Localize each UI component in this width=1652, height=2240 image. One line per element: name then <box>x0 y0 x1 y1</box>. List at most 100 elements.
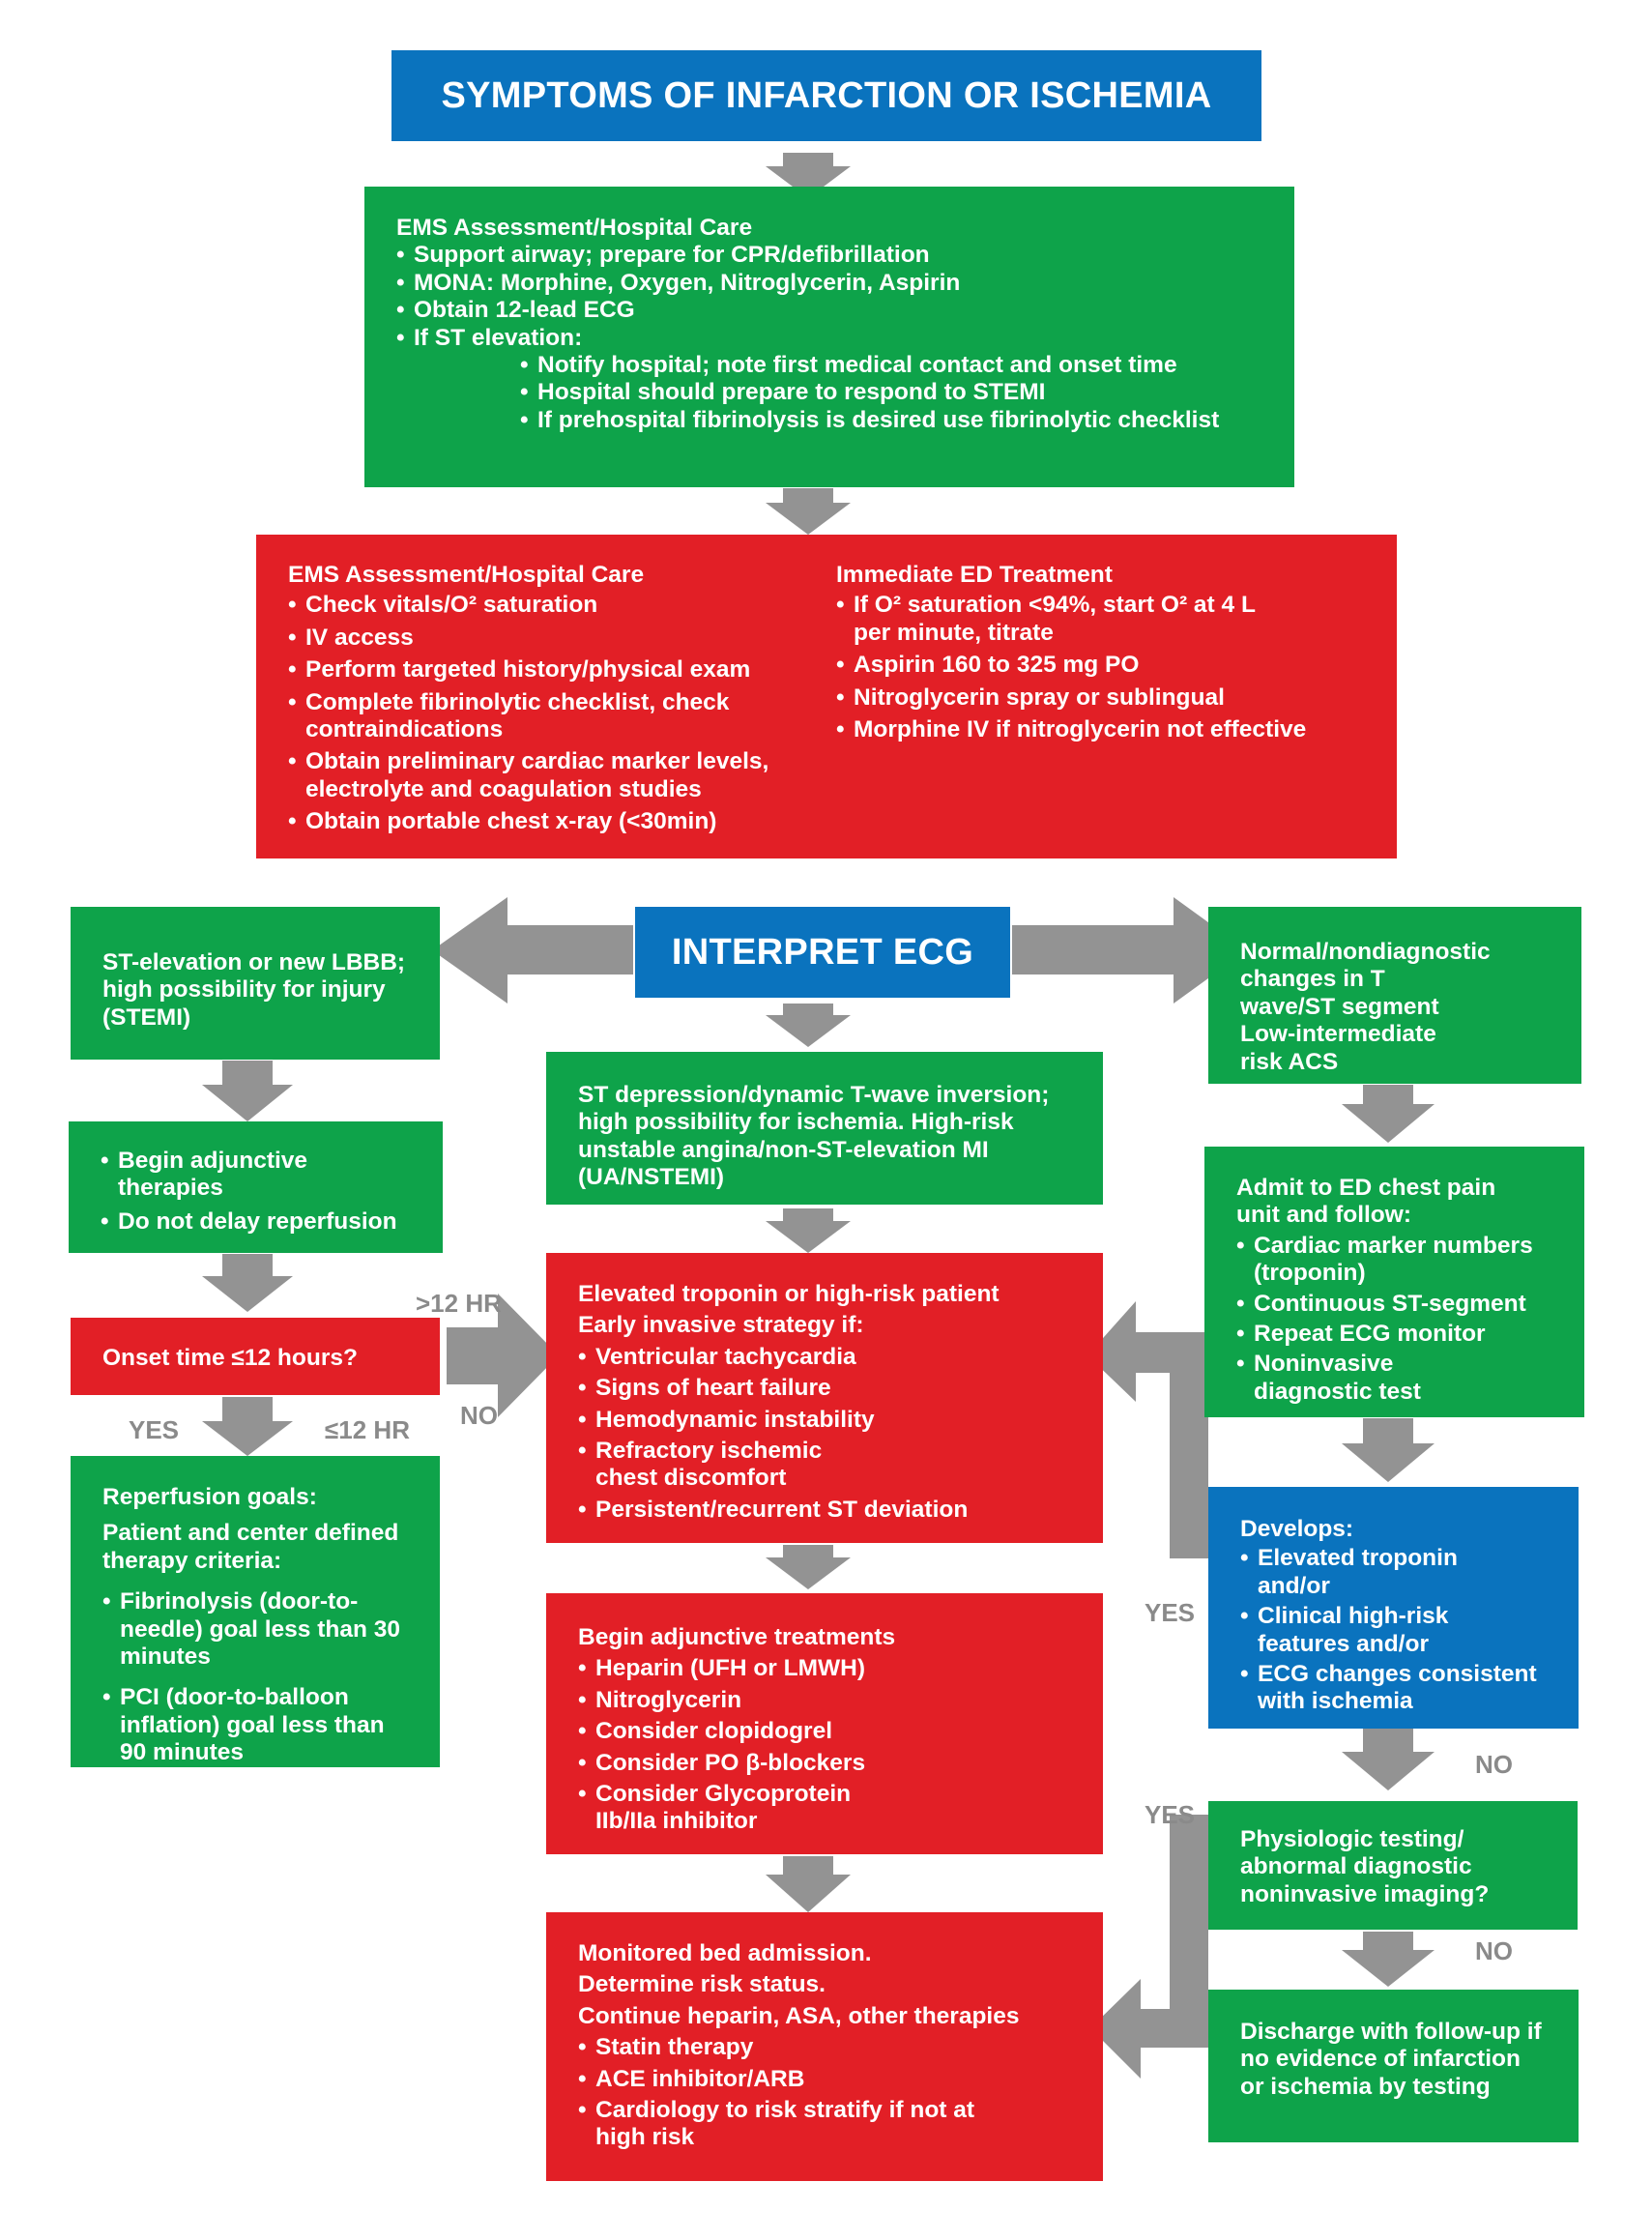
develops-box: Develops: Elevated troponin and/or Clini… <box>1208 1487 1579 1729</box>
assessment-left-item: Obtain portable chest x-ray (<30min) <box>288 808 810 836</box>
admit-box: Admit to ED chest pain unit and follow: … <box>1204 1147 1584 1417</box>
troponin-box: Elevated troponin or high-risk patient E… <box>546 1253 1103 1543</box>
monitored-box: Monitored bed admission. Determine risk … <box>546 1912 1103 2181</box>
assessment-right-column: Immediate ED Treatment If O² saturation … <box>836 562 1358 744</box>
reperfusion-item: PCI (door-to-balloon inflation) goal les… <box>102 1684 408 1766</box>
assessment-left-item: Complete fibrinolytic checklist, check c… <box>288 689 810 744</box>
admit-item: Cardiac marker numbers (troponin) <box>1236 1233 1552 1288</box>
adjunctive-center-item: Consider PO β-blockers <box>578 1750 1071 1778</box>
label-no-onset: NO <box>460 1401 498 1430</box>
admit-item: Noninvasive diagnostic test <box>1236 1351 1447 1406</box>
physio-text: Physiologic testing/ abnormal diagnostic… <box>1240 1826 1490 1907</box>
assessment-left-item: Obtain preliminary cardiac marker levels… <box>288 748 810 803</box>
troponin-item: Persistent/recurrent ST deviation <box>578 1497 1071 1525</box>
label-yes-physio: YES <box>1145 1800 1196 1829</box>
arrow-elbow-physio-monitored <box>1090 1815 1208 2079</box>
reperfusion-box: Reperfusion goals: Patient and center de… <box>71 1456 440 1767</box>
develops-item: Elevated troponin and/or <box>1240 1545 1490 1600</box>
adjunctive-left-item: Begin adjunctive therapies <box>101 1148 411 1203</box>
monitored-item: Statin therapy <box>578 2034 1071 2062</box>
troponin-line2: Early invasive strategy if: <box>578 1312 864 1339</box>
ems-sub-item: Notify hospital; note first medical cont… <box>520 352 1262 380</box>
label-gt12-hr: >12 HR <box>416 1289 502 1318</box>
onset-text: Onset time ≤12 hours? <box>102 1345 358 1371</box>
symptoms-title-box: SYMPTOMS OF INFARCTION OR ISCHEMIA <box>391 50 1261 141</box>
ems-box: EMS Assessment/Hospital Care Support air… <box>364 187 1294 487</box>
monitored-line2: Determine risk status. <box>578 1971 826 1998</box>
arrow-down-adjunctive-monitored <box>766 1856 851 1912</box>
ems-heading: EMS Assessment/Hospital Care <box>396 215 753 241</box>
stemi-text: ST-elevation or new LBBB; high possibili… <box>102 949 406 1031</box>
troponin-item: Refractory ischemic chest discomfort <box>578 1438 837 1493</box>
arrow-down-admit-develops <box>1342 1418 1435 1482</box>
develops-heading: Develops: <box>1240 1516 1354 1542</box>
troponin-item: Hemodynamic instability <box>578 1407 1071 1435</box>
adjunctive-left-box: Begin adjunctive therapies Do not delay … <box>69 1121 443 1253</box>
troponin-item: Signs of heart failure <box>578 1375 1071 1403</box>
adjunctive-left-item: Do not delay reperfusion <box>101 1208 411 1236</box>
assessment-left-column: EMS Assessment/Hospital Care Check vital… <box>288 562 810 836</box>
admit-heading: Admit to ED chest pain unit and follow: <box>1236 1175 1496 1229</box>
label-yes-develops: YES <box>1145 1598 1196 1627</box>
develops-item: ECG changes consistent with ischemia <box>1240 1661 1547 1716</box>
assessment-left-item: Check vitals/O² saturation <box>288 592 810 620</box>
arrow-down-ua-troponin <box>766 1208 851 1253</box>
arrow-left-interpret-stemi <box>432 897 633 1004</box>
physio-box: Physiologic testing/ abnormal diagnostic… <box>1208 1801 1578 1930</box>
ems-item: Support airway; prepare for CPR/defibril… <box>396 242 1262 270</box>
discharge-box: Discharge with follow-up if no evidence … <box>1208 1990 1579 2142</box>
arrow-down-interpret-ua <box>766 1004 851 1047</box>
admit-item: Repeat ECG monitor <box>1236 1321 1552 1349</box>
normal-box: Normal/nondiagnostic changes in T wave/S… <box>1208 907 1581 1084</box>
ems-item: If ST elevation: <box>396 325 1262 353</box>
monitored-item: ACE inhibitor/ARB <box>578 2066 1071 2094</box>
ems-sub-item: If prehospital fibrinolysis is desired u… <box>520 407 1262 435</box>
assessment-right-item: If O² saturation <94%, start O² at 4 L p… <box>836 592 1279 647</box>
arrow-down-onset-reperfusion <box>202 1397 293 1456</box>
admit-item: Continuous ST-segment <box>1236 1291 1552 1319</box>
reperfusion-heading: Reperfusion goals: <box>102 1484 317 1510</box>
arrow-down-stemi-adjunctive <box>202 1061 293 1121</box>
discharge-text: Discharge with follow-up if no evidence … <box>1240 2019 1542 2100</box>
arrow-down-adjunctive-onset <box>202 1254 293 1312</box>
label-no-physio: NO <box>1475 1936 1513 1965</box>
troponin-line1: Elevated troponin or high-risk patient <box>578 1281 1000 1307</box>
ua-nstemi-text: ST depression/dynamic T-wave inversion; … <box>578 1082 1050 1191</box>
assessment-right-heading: Immediate ED Treatment <box>836 562 1113 588</box>
assessment-left-item: IV access <box>288 625 810 653</box>
adjunctive-center-item: Heparin (UFH or LMWH) <box>578 1655 1071 1683</box>
normal-text: Normal/nondiagnostic changes in T wave/S… <box>1240 939 1491 1075</box>
monitored-line3: Continue heparin, ASA, other therapies <box>578 2002 1020 2029</box>
label-yes-onset: YES <box>129 1415 180 1444</box>
assessment-left-item: Perform targeted history/physical exam <box>288 656 810 684</box>
ua-nstemi-box: ST depression/dynamic T-wave inversion; … <box>546 1052 1103 1205</box>
arrow-down-normal-admit <box>1342 1085 1435 1143</box>
ems-item: Obtain 12-lead ECG <box>396 297 1262 325</box>
assessment-right-item: Nitroglycerin spray or sublingual <box>836 684 1358 713</box>
adjunctive-center-heading: Begin adjunctive treatments <box>578 1624 896 1650</box>
troponin-item: Ventricular tachycardia <box>578 1344 1071 1372</box>
symptoms-title: SYMPTOMS OF INFARCTION OR ISCHEMIA <box>441 74 1212 116</box>
label-le12-hr: ≤12 HR <box>325 1415 410 1444</box>
reperfusion-item: Fibrinolysis (door-to-needle) goal less … <box>102 1588 408 1671</box>
ems-sub-item: Hospital should prepare to respond to ST… <box>520 379 1262 407</box>
arrow-down-ems-assessment <box>766 488 851 535</box>
adjunctive-center-item: Nitroglycerin <box>578 1687 1071 1715</box>
arrow-elbow-develops-troponin <box>1087 1301 1208 1558</box>
label-no-develops: NO <box>1475 1750 1513 1779</box>
arrow-down-troponin-adjunctive <box>766 1545 851 1589</box>
adjunctive-center-item: Consider clopidogrel <box>578 1718 1071 1746</box>
monitored-item: Cardiology to risk stratify if not at hi… <box>578 2097 982 2152</box>
arrow-down-physio-discharge <box>1342 1932 1435 1987</box>
assessment-right-item: Morphine IV if nitroglycerin not effecti… <box>836 716 1358 744</box>
monitored-line1: Monitored bed admission. <box>578 1940 872 1966</box>
ems-item: MONA: Morphine, Oxygen, Nitroglycerin, A… <box>396 270 1262 298</box>
interpret-ecg-title: INTERPRET ECG <box>671 931 974 973</box>
arrow-down-title-ems <box>766 153 851 198</box>
adjunctive-center-box: Begin adjunctive treatments Heparin (UFH… <box>546 1593 1103 1854</box>
arrow-right-onset-troponin <box>447 1294 559 1417</box>
develops-item: Clinical high-risk features and/or <box>1240 1603 1470 1658</box>
assessment-box: EMS Assessment/Hospital Care Check vital… <box>256 535 1397 858</box>
assessment-right-item: Aspirin 160 to 325 mg PO <box>836 652 1358 680</box>
